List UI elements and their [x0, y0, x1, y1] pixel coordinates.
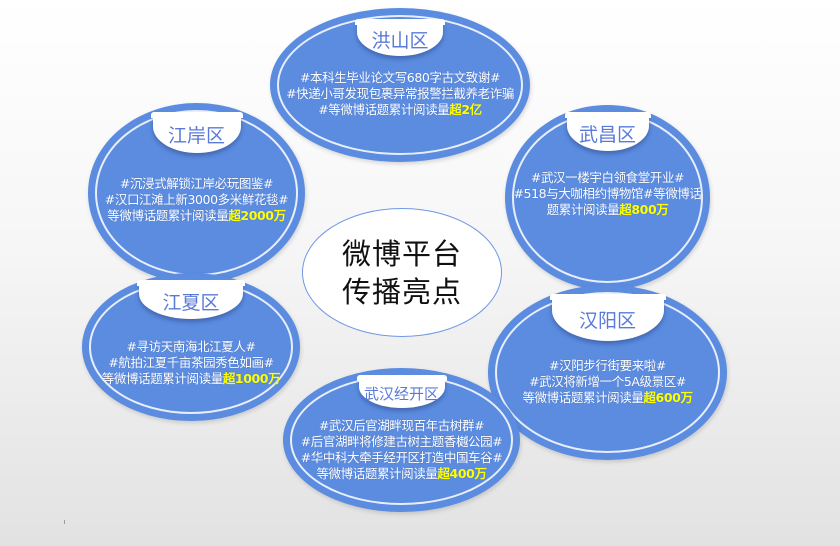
district-name: 洪山区 — [371, 29, 429, 52]
reads-highlight: 超1000万 — [222, 371, 281, 386]
topic-line: #武汉一楼宇白领食堂开业# — [530, 170, 685, 185]
district-name: 江夏区 — [162, 291, 220, 314]
district-label-tab: 江岸区 — [150, 112, 243, 153]
reads-line: 等微博话题累计阅读量超1000万 — [82, 371, 300, 387]
topic-line: #后官湖畔将修建古树主题香樾公园# — [300, 434, 503, 449]
reads-line: 题累计阅读量超800万 — [505, 202, 710, 218]
reads-line: 等微博话题累计阅读量超600万 — [488, 390, 727, 406]
topic-line: #武汉将新增一个5A级景区# — [529, 374, 686, 389]
topic-line: #航拍江夏千亩茶园秀色如画# — [108, 355, 274, 370]
reads-line: #等微博话题累计阅读量超2亿 — [270, 102, 530, 118]
topic-line: #武汉后官湖畔现百年古树群# — [318, 418, 485, 433]
district-topics: #本科生毕业论文写680字古文致谢# #快递小哥发现包裹异常报警拦截养老诈骗 #… — [270, 70, 530, 118]
topic-line: #汉阳步行街要来啦# — [549, 358, 666, 373]
district-topics: #武汉一楼宇白领食堂开业# #518与大咖相约博物馆#等微博话 题累计阅读量超8… — [505, 170, 710, 218]
topic-line: #本科生毕业论文写680字古文致谢# — [299, 70, 501, 85]
reads-line: 等微博话题累计阅读量超2000万 — [88, 208, 305, 224]
district-label-tab: 江夏区 — [137, 280, 245, 319]
bubble-jiangan: 江岸区 #沉浸式解锁江岸必玩图鉴# #汉口江滩上新3000多米鲜花毯# 等微博话… — [88, 103, 305, 283]
topic-line: #快递小哥发现包裹异常报警拦截养老诈骗 — [286, 86, 514, 101]
reads-highlight: 超400万 — [437, 466, 487, 481]
district-topics: #沉浸式解锁江岸必玩图鉴# #汉口江滩上新3000多米鲜花毯# 等微博话题累计阅… — [88, 176, 305, 224]
reads-highlight: 超800万 — [619, 202, 669, 217]
district-name: 汉阳区 — [578, 309, 636, 332]
bubble-jiangxia: 江夏区 #寻访天南海北江夏人# #航拍江夏千亩茶园秀色如画# 等微博话题累计阅读… — [82, 273, 300, 421]
district-topics: #武汉后官湖畔现百年古树群# #后官湖畔将修建古树主题香樾公园# #华中科大牵手… — [283, 418, 520, 482]
district-name: 武昌区 — [578, 123, 636, 146]
district-label-tab: 武昌区 — [564, 112, 651, 151]
district-label-tab: 汉阳区 — [549, 294, 666, 341]
district-label-tab: 武汉经开区 — [356, 375, 447, 408]
decorative-mark — [64, 520, 65, 524]
bubble-hanyang: 汉阳区 #汉阳步行街要来啦# #武汉将新增一个5A级景区# 等微博话题累计阅读量… — [488, 285, 727, 460]
reads-highlight: 超2亿 — [449, 102, 482, 117]
district-label-tab: 洪山区 — [355, 19, 445, 56]
center-title: 微博平台 传播亮点 — [302, 208, 502, 337]
district-topics: #寻访天南海北江夏人# #航拍江夏千亩茶园秀色如画# 等微博话题累计阅读量超10… — [82, 339, 300, 387]
topic-line: #汉口江滩上新3000多米鲜花毯# — [104, 192, 289, 207]
center-title-line1: 微博平台 — [341, 236, 462, 271]
district-topics: #汉阳步行街要来啦# #武汉将新增一个5A级景区# 等微博话题累计阅读量超600… — [488, 358, 727, 406]
topic-line: #寻访天南海北江夏人# — [126, 339, 256, 354]
reads-line: 等微博话题累计阅读量超400万 — [283, 466, 520, 482]
center-title-line2: 传播亮点 — [341, 274, 462, 309]
bubble-wuchang: 武昌区 #武汉一楼宇白领食堂开业# #518与大咖相约博物馆#等微博话 题累计阅… — [505, 105, 710, 290]
district-name: 江岸区 — [167, 124, 225, 147]
reads-prefix: 等微博话题累计阅读量 — [316, 466, 438, 481]
reads-prefix: 等微博话题累计阅读量 — [101, 371, 223, 386]
topic-line: #华中科大牵手经开区打造中国车谷# — [300, 450, 503, 465]
reads-prefix: 等微博话题累计阅读量 — [107, 208, 229, 223]
reads-prefix: 题累计阅读量 — [546, 202, 620, 217]
reads-prefix: #等微博话题累计阅读量 — [318, 102, 450, 117]
bubble-hongshan: 洪山区 #本科生毕业论文写680字古文致谢# #快递小哥发现包裹异常报警拦截养老… — [270, 8, 530, 162]
district-name: 武汉经开区 — [363, 384, 439, 403]
topic-line: #沉浸式解锁江岸必玩图鉴# — [119, 176, 274, 191]
reads-prefix: 等微博话题累计阅读量 — [522, 390, 644, 405]
reads-highlight: 超2000万 — [228, 208, 286, 223]
topic-line: #518与大咖相约博物馆#等微博话 — [513, 186, 702, 201]
reads-highlight: 超600万 — [643, 390, 693, 405]
bubble-wuhan-economic-zone: 武汉经开区 #武汉后官湖畔现百年古树群# #后官湖畔将修建古树主题香樾公园# #… — [283, 368, 520, 512]
